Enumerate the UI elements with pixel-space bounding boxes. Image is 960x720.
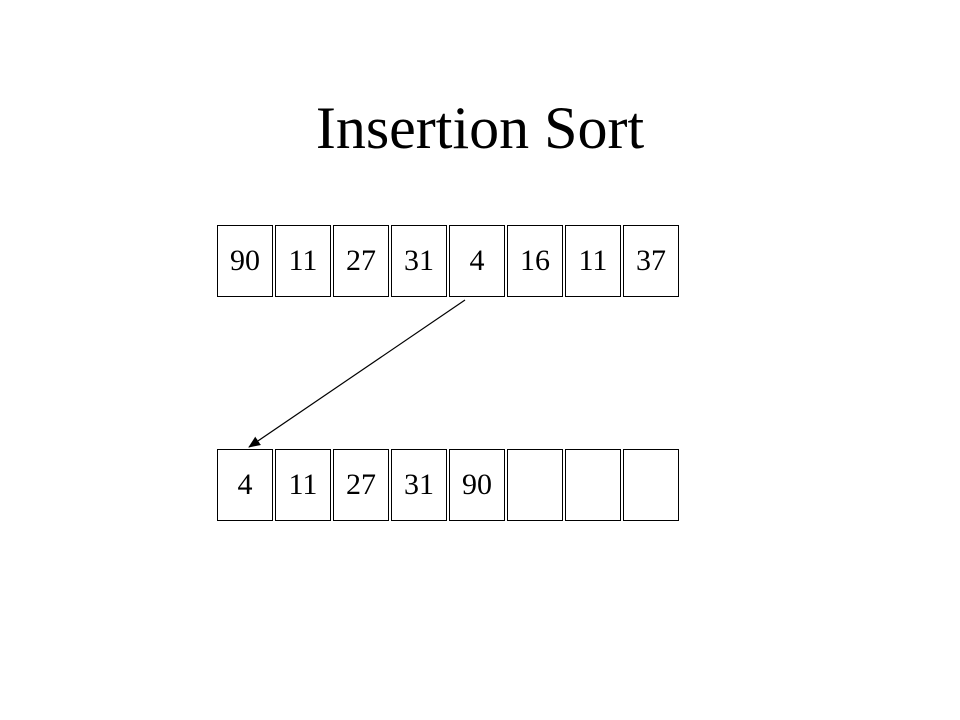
source-array: 90 11 27 31 4 16 11 37 [217, 225, 681, 297]
result-cell: 31 [391, 449, 447, 521]
source-cell: 31 [391, 225, 447, 297]
result-cell-empty [507, 449, 563, 521]
source-cell: 11 [565, 225, 621, 297]
source-cell: 16 [507, 225, 563, 297]
result-array: 4 11 27 31 90 [217, 449, 681, 521]
source-cell: 4 [449, 225, 505, 297]
result-cell-empty [565, 449, 621, 521]
result-cell: 4 [217, 449, 273, 521]
source-cell: 90 [217, 225, 273, 297]
slide-title: Insertion Sort [315, 95, 645, 161]
result-cell: 90 [449, 449, 505, 521]
result-cell-empty [623, 449, 679, 521]
source-cell: 37 [623, 225, 679, 297]
result-cell: 11 [275, 449, 331, 521]
source-cell: 27 [333, 225, 389, 297]
source-cell: 11 [275, 225, 331, 297]
result-cell: 27 [333, 449, 389, 521]
arrow-line [248, 299, 466, 448]
